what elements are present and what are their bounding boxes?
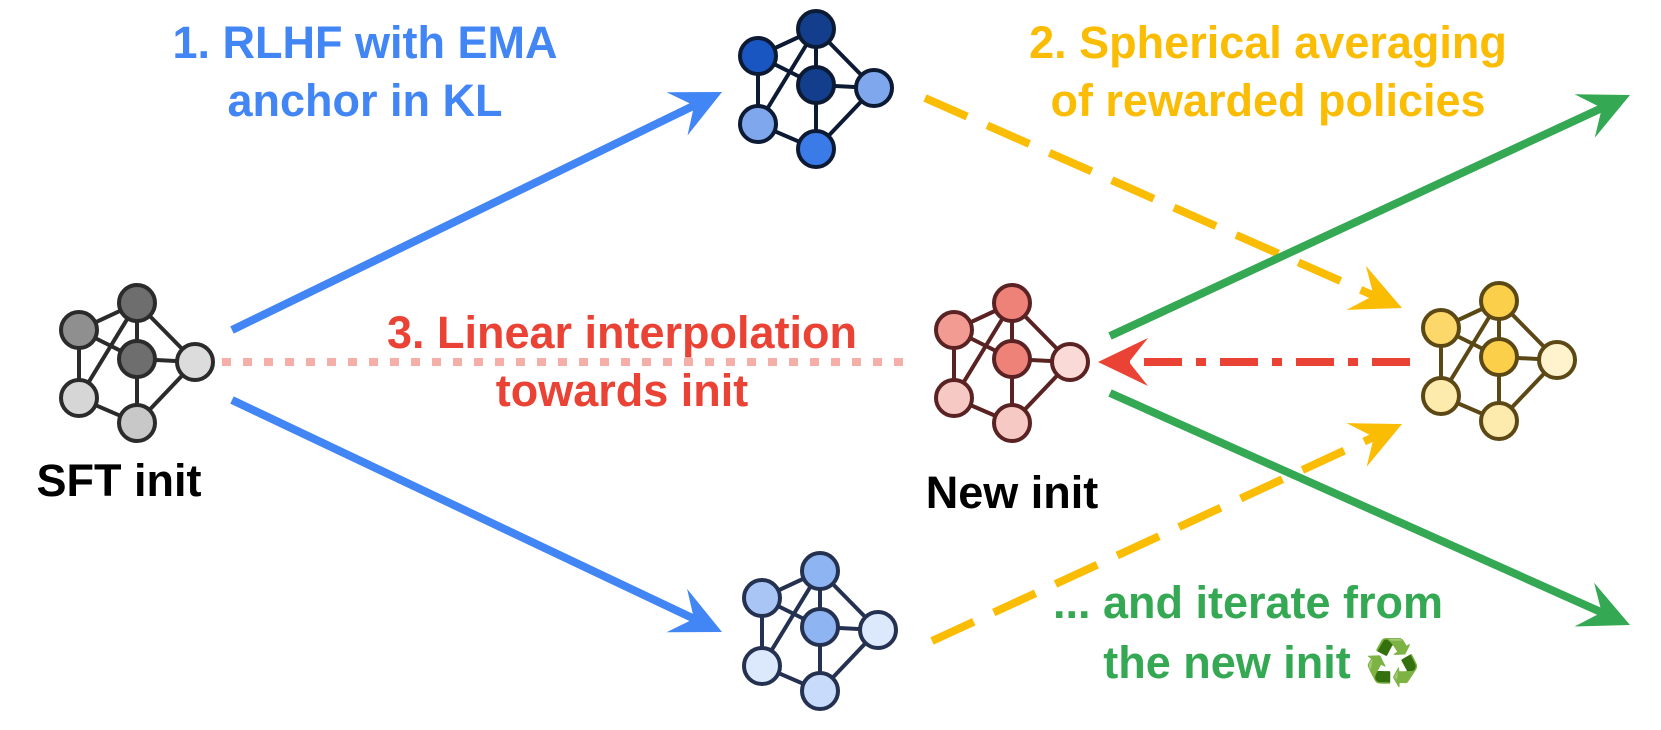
interpolation-arrow-head <box>1098 338 1148 386</box>
averaged-policy-network-icon <box>1421 281 1577 441</box>
iterate-label-line2-text: the new init <box>1103 637 1351 688</box>
network-node <box>1421 308 1461 348</box>
network-node <box>59 310 99 350</box>
network-node <box>800 671 840 711</box>
network-node <box>934 310 974 350</box>
rlhf-arrow-top <box>230 92 722 334</box>
network-node <box>858 610 898 650</box>
iterate-arrow-down <box>1108 389 1630 627</box>
step3-label-line2: towards init <box>496 365 749 416</box>
network-node <box>117 283 157 323</box>
network-node <box>742 646 782 686</box>
network-node <box>796 65 836 105</box>
network-node <box>1537 340 1577 380</box>
network-node <box>1050 342 1090 382</box>
network-node <box>854 68 894 108</box>
networks-layer <box>59 9 1577 711</box>
network-node <box>175 342 215 382</box>
arrows-layer <box>222 92 1630 645</box>
network-node <box>738 36 778 76</box>
rlhf-arrow-bottom-head <box>666 588 722 633</box>
network-node <box>992 339 1032 379</box>
network-node <box>1479 337 1519 377</box>
averaging-arrow-bottom <box>930 423 1402 645</box>
network-node <box>800 551 840 591</box>
network-node <box>992 283 1032 323</box>
averaging-arrow-top-head <box>1346 265 1402 310</box>
rlhf-policy-bottom-network-icon <box>742 551 898 711</box>
averaging-arrow-top <box>923 94 1402 310</box>
new-init-network-icon <box>934 283 1090 443</box>
network-node <box>117 339 157 379</box>
network-node <box>992 403 1032 443</box>
network-node <box>1479 281 1519 321</box>
step1-label-line1: 1. RLHF with EMA <box>173 17 558 68</box>
iterate-arrow-up <box>1108 94 1630 340</box>
step1-label-line2: anchor in KL <box>227 75 502 126</box>
step2-label-line1: 2. Spherical averaging <box>1029 17 1507 68</box>
network-node <box>738 104 778 144</box>
sft-init-network-icon <box>59 283 215 443</box>
rlhf-arrow-bottom <box>230 396 722 633</box>
recycle-icon: ♻️ <box>1365 637 1421 688</box>
network-node <box>796 129 836 169</box>
rlhf-arrow-top-head <box>666 92 722 136</box>
network-node <box>800 607 840 647</box>
network-node <box>796 9 836 49</box>
rlhf-policy-top-network-icon <box>738 9 894 169</box>
network-node <box>59 378 99 418</box>
step3-label-line1: 3. Linear interpolation <box>387 307 857 358</box>
iterate-arrow-down-head <box>1574 582 1630 627</box>
step2-label-line2: of rewarded policies <box>1050 75 1485 126</box>
averaging-arrow-bottom-head <box>1346 423 1402 467</box>
sft-init-label: SFT init <box>37 455 202 506</box>
network-node <box>742 578 782 618</box>
new-init-label: New init <box>926 467 1099 518</box>
network-node <box>1421 376 1461 416</box>
interpolation-arrow <box>1098 338 1410 386</box>
network-node <box>117 403 157 443</box>
iterate-label-line1: ... and iterate from <box>1053 577 1443 628</box>
iterate-label-line2: the new init ♻️ <box>1103 637 1421 688</box>
network-node <box>1479 401 1519 441</box>
iterate-arrow-up-head <box>1574 94 1630 138</box>
network-node <box>934 378 974 418</box>
